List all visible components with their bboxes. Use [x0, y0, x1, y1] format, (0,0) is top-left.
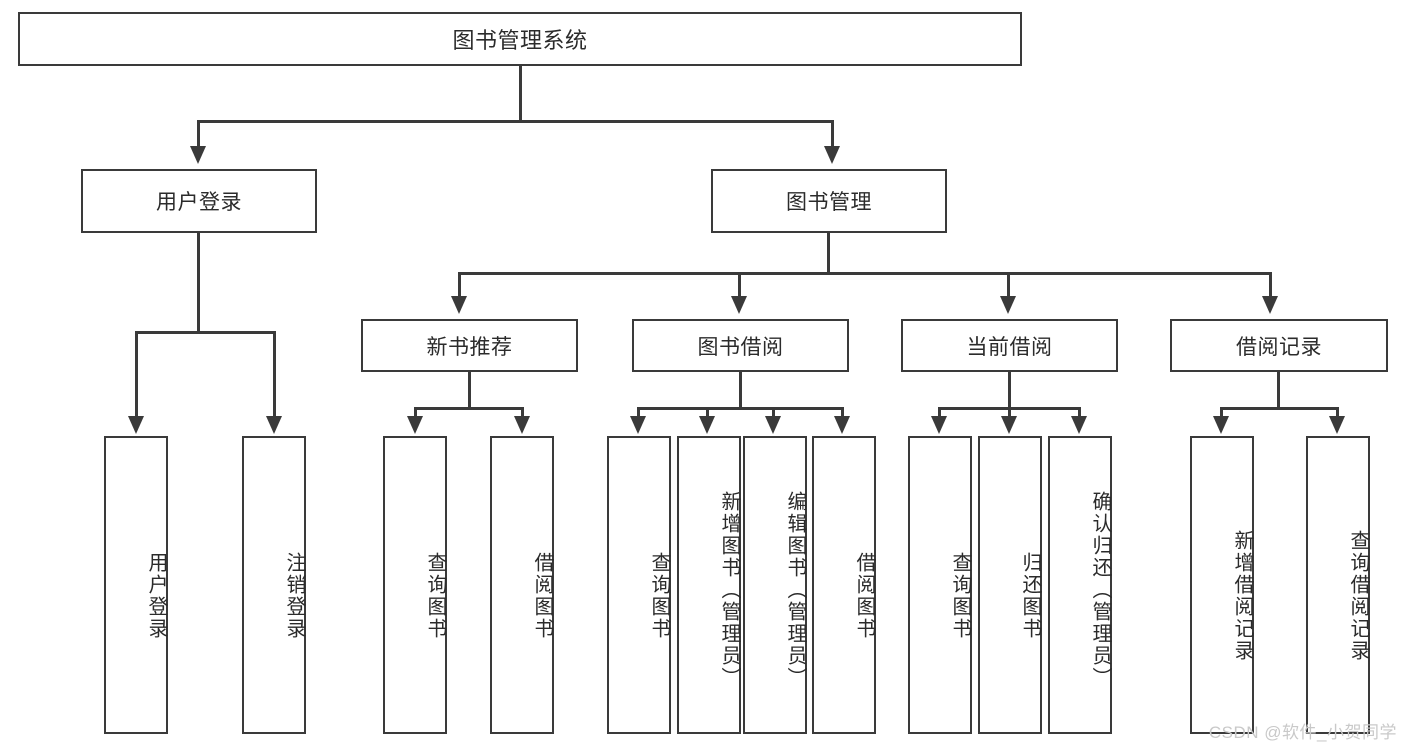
arrowhead-leaf-user-login [128, 416, 144, 434]
node-borrow-record[interactable]: 借阅记录 [1170, 319, 1388, 372]
connector-book-manage-down [827, 233, 830, 274]
connector-bb-leaf-2 [706, 407, 709, 418]
connector-book-borrow-down [739, 372, 742, 410]
arrowhead-book-borrow [731, 296, 747, 314]
leaf-borrow-book[interactable]: 借阅图书 [812, 436, 876, 734]
arrowhead-cb-leaf-2 [1001, 416, 1017, 434]
connector-bb-leaf-4 [841, 407, 844, 418]
connector-nb-leaf-1 [414, 407, 417, 418]
connector-to-current-borrow [1007, 272, 1010, 296]
connector-cb-leaf-1 [938, 407, 941, 418]
arrowhead-cb-leaf-1 [931, 416, 947, 434]
leaf-add-book-admin[interactable]: 新增图书（管理员） [677, 436, 741, 734]
arrowhead-bb-leaf-4 [834, 416, 850, 434]
arrowhead-bb-leaf-2 [699, 416, 715, 434]
connector-bus-level2 [197, 120, 834, 123]
connector-to-new-book [458, 272, 461, 296]
arrowhead-bb-leaf-1 [630, 416, 646, 434]
connector-new-book-down [468, 372, 471, 410]
leaf-add-borrow-record[interactable]: 新增借阅记录 [1190, 436, 1254, 734]
node-new-book-recommend[interactable]: 新书推荐 [361, 319, 578, 372]
arrowhead-nb-leaf-2 [514, 416, 530, 434]
node-book-borrow[interactable]: 图书借阅 [632, 319, 849, 372]
connector-cb-leaf-3 [1078, 407, 1081, 418]
arrowhead-leaf-logout [266, 416, 282, 434]
leaf-user-login[interactable]: 用户登录 [104, 436, 168, 734]
node-user-login[interactable]: 用户登录 [81, 169, 317, 233]
arrowhead-br-leaf-1 [1213, 416, 1229, 434]
connector-br-leaf-2 [1336, 407, 1339, 418]
node-current-borrow[interactable]: 当前借阅 [901, 319, 1118, 372]
node-book-management[interactable]: 图书管理 [711, 169, 947, 233]
connector-bus-user-login-leaves [135, 331, 276, 334]
connector-user-login-down [197, 233, 200, 333]
connector-borrow-record-down [1277, 372, 1280, 410]
connector-to-borrow-record [1269, 272, 1272, 296]
connector-nb-leaf-2 [521, 407, 524, 418]
leaf-edit-book-admin[interactable]: 编辑图书（管理员） [743, 436, 807, 734]
leaf-confirm-return-admin[interactable]: 确认归还（管理员） [1048, 436, 1112, 734]
leaf-query-book-current[interactable]: 查询图书 [908, 436, 972, 734]
leaf-query-book-recommend[interactable]: 查询图书 [383, 436, 447, 734]
connector-cb-leaf-2 [1008, 407, 1011, 418]
connector-bus-book-borrow-leaves [637, 407, 844, 410]
connector-current-borrow-down [1008, 372, 1011, 410]
arrowhead-br-leaf-2 [1329, 416, 1345, 434]
connector-bus-to-book-manage [831, 120, 834, 146]
connector-bb-leaf-1 [637, 407, 640, 418]
csdn-watermark: CSDN @软件_小贺同学 [1208, 723, 1397, 742]
connector-root-to-bus [519, 66, 522, 122]
arrowhead-cb-leaf-3 [1071, 416, 1087, 434]
connector-to-leaf-logout [273, 331, 276, 416]
connector-bus-level3 [458, 272, 1272, 275]
leaf-query-borrow-record[interactable]: 查询借阅记录 [1306, 436, 1370, 734]
arrowhead-new-book [451, 296, 467, 314]
leaf-query-book-borrow[interactable]: 查询图书 [607, 436, 671, 734]
node-root-system[interactable]: 图书管理系统 [18, 12, 1022, 66]
arrowhead-book-manage [824, 146, 840, 164]
arrowhead-user-login [190, 146, 206, 164]
connector-bus-borrow-record-leaves [1220, 407, 1339, 410]
leaf-borrow-book-recommend[interactable]: 借阅图书 [490, 436, 554, 734]
connector-bus-new-book-leaves [414, 407, 524, 410]
arrowhead-bb-leaf-3 [765, 416, 781, 434]
connector-to-leaf-user-login [135, 331, 138, 416]
leaf-return-book[interactable]: 归还图书 [978, 436, 1042, 734]
connector-to-book-borrow [738, 272, 741, 296]
connector-br-leaf-1 [1220, 407, 1223, 418]
arrowhead-borrow-record [1262, 296, 1278, 314]
arrowhead-nb-leaf-1 [407, 416, 423, 434]
connector-bus-to-user-login [197, 120, 200, 146]
arrowhead-current-borrow [1000, 296, 1016, 314]
connector-bb-leaf-3 [772, 407, 775, 418]
leaf-logout[interactable]: 注销登录 [242, 436, 306, 734]
